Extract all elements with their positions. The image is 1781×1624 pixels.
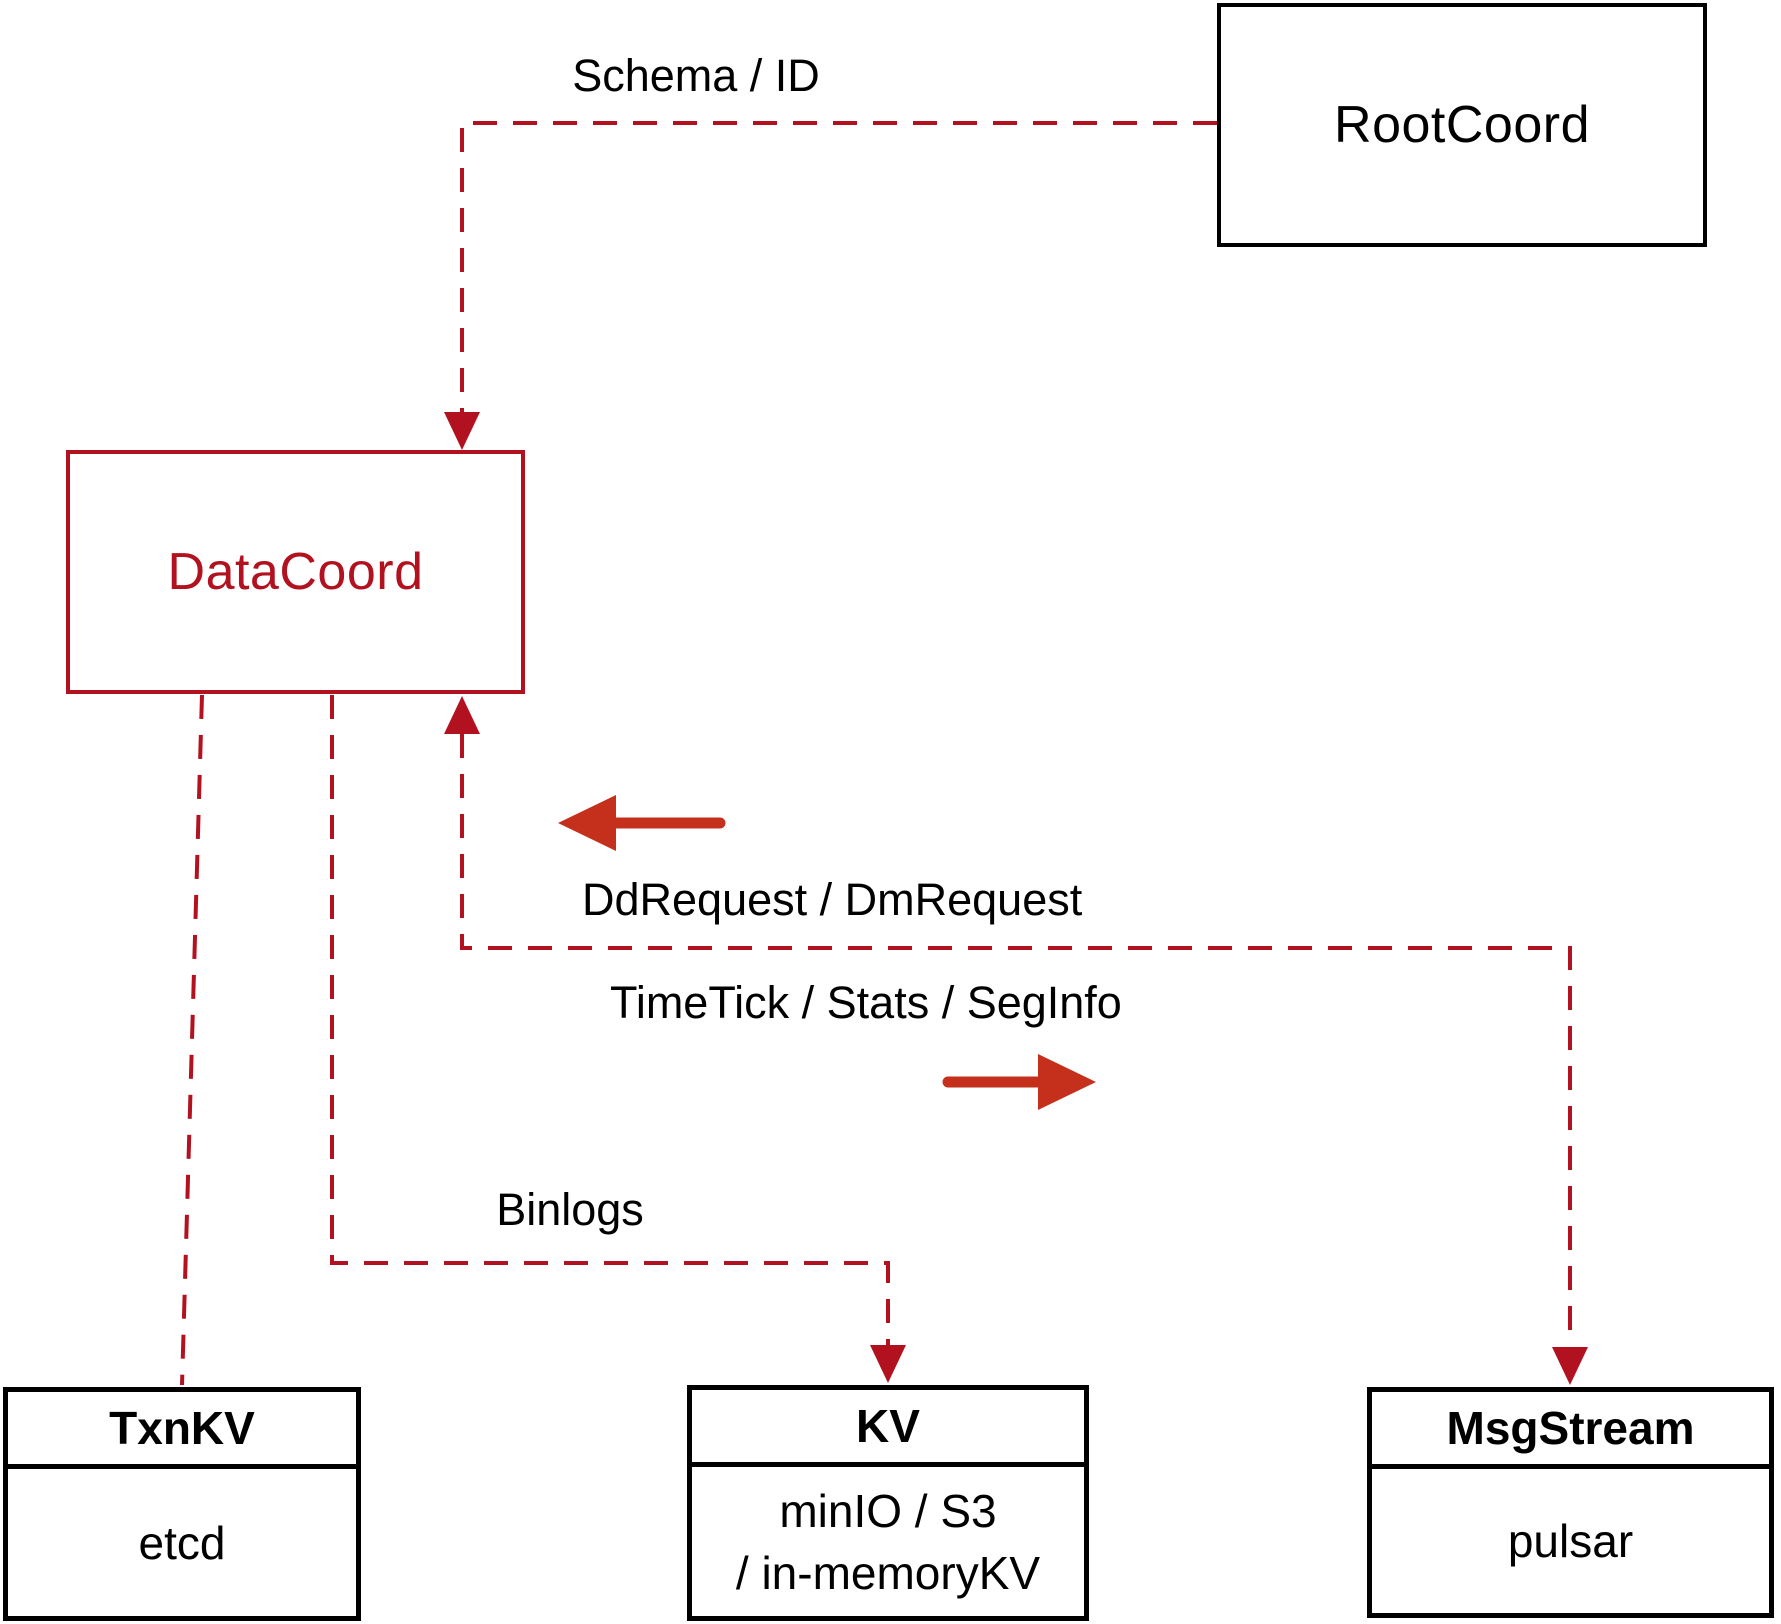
txnkv-body-text: etcd <box>138 1516 226 1569</box>
msgstream-body: pulsar <box>1372 1469 1769 1613</box>
kv-title: KV <box>692 1390 1084 1467</box>
datacoord-txnkv-edge <box>180 694 204 1386</box>
rootcoord-node: RootCoord <box>1217 3 1707 247</box>
edge-label-ddrequest-dmrequest: DdRequest / DmRequest <box>582 874 1083 925</box>
ddrequest-timetick-edge <box>444 696 1588 1385</box>
kv-body-line1: minIO / S3 <box>779 1484 997 1537</box>
rootcoord-label: RootCoord <box>1334 96 1590 154</box>
schema-id-edge <box>444 121 1217 450</box>
txnkv-node: TxnKV etcd <box>3 1387 361 1621</box>
msgstream-node: MsgStream pulsar <box>1367 1387 1774 1618</box>
txnkv-title: TxnKV <box>8 1392 356 1469</box>
kv-body-line2: / in-memoryKV <box>735 1546 1041 1599</box>
kv-node: KV minIO / S3 / in-memoryKV <box>687 1385 1089 1621</box>
ddrequest-direction-arrow <box>558 795 726 851</box>
binlogs-edge <box>330 695 906 1383</box>
msgstream-body-text: pulsar <box>1507 1515 1634 1567</box>
kv-body: minIO / S3 / in-memoryKV <box>692 1467 1084 1616</box>
timetick-direction-arrow <box>942 1054 1096 1110</box>
edge-label-timetick-stats-seginfo: TimeTick / Stats / SegInfo <box>610 977 1122 1028</box>
edge-label-schema-id: Schema / ID <box>572 50 820 101</box>
edge-label-binlogs: Binlogs <box>496 1184 644 1235</box>
txnkv-body: etcd <box>8 1469 356 1616</box>
datacoord-label: DataCoord <box>167 543 424 601</box>
msgstream-title: MsgStream <box>1372 1392 1769 1469</box>
datacoord-node: DataCoord <box>66 450 525 694</box>
